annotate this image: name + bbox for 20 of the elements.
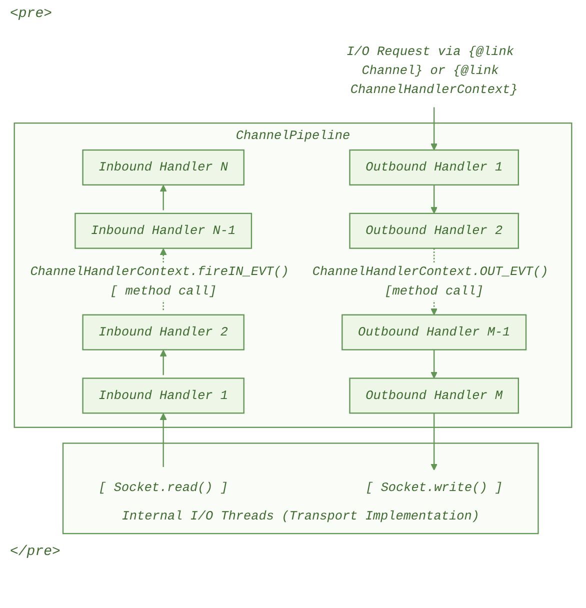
handler-box: Outbound Handler M [349, 378, 519, 414]
arrow [160, 413, 167, 467]
arrow [160, 184, 167, 210]
arrow [160, 350, 167, 376]
arrow [430, 184, 438, 214]
handler-box: Outbound Handler 2 [349, 212, 519, 249]
arrow [430, 107, 438, 150]
request-text: I/O Request via {@link Channel} or {@link ChannelHandlerContext} [346, 44, 518, 97]
code-tag: <pre> [10, 6, 52, 22]
handler-box: Outbound Handler 1 [349, 149, 519, 186]
handler-box: Inbound Handler 1 [82, 378, 244, 414]
code-tag: </pre> [10, 544, 60, 560]
method-text: [ Socket.read() ] [98, 480, 228, 495]
arrow [430, 413, 438, 470]
handler-box: Inbound Handler N-1 [74, 212, 252, 249]
handler-box: Inbound Handler 2 [82, 314, 244, 350]
arrow [430, 350, 438, 379]
method-text: [ Socket.write() ] [366, 480, 503, 495]
handler-box: Inbound Handler N [82, 149, 244, 186]
handler-box: Outbound Handler M-1 [342, 314, 527, 350]
